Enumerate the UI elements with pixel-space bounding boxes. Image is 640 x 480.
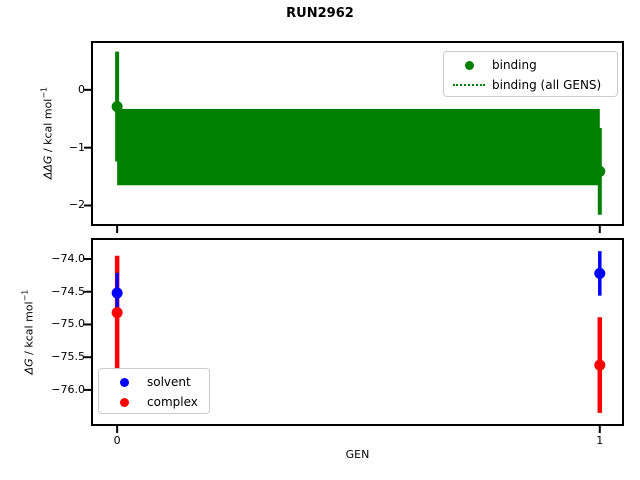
top-y-axis-exponent: −1 (39, 86, 49, 99)
solvent-marker-gen1 (594, 267, 606, 279)
bottom-axes (91, 238, 624, 426)
y-tick-label: −75.0 (51, 317, 85, 331)
bottom-y-axis-exponent: −1 (20, 289, 30, 302)
binding-marker-gen0 (111, 101, 123, 113)
delta-delta-g-symbol: ΔΔG (41, 155, 55, 180)
all-gens-legend-label: binding (all GENS) (492, 78, 602, 92)
top-y-axis-label: ΔΔG / kcal mol−1 (40, 87, 55, 179)
binding-legend-label: binding (492, 58, 537, 72)
y-tick-label: −76.0 (51, 382, 85, 396)
x-axis-label: GEN (345, 448, 370, 461)
binding-dot-icon (464, 60, 474, 70)
solvent-dot-icon (119, 377, 129, 387)
complex-legend-swatch (107, 397, 141, 407)
complex-marker-gen1 (594, 359, 606, 371)
y-tick-label: −75.5 (51, 350, 85, 364)
bottom-legend: solvent complex (98, 368, 210, 414)
top-legend: binding binding (all GENS) (443, 51, 618, 97)
y-tick-label: −74.5 (51, 284, 85, 298)
complex-dot-icon (119, 397, 129, 407)
legend-item-solvent: solvent (107, 372, 201, 392)
legend-item-binding: binding (452, 55, 609, 75)
y-tick-label: 0 (78, 82, 85, 96)
complex-legend-label: complex (147, 395, 198, 409)
top-plot-canvas (84, 51, 606, 233)
top-y-axis-unit: / kcal mol (41, 98, 55, 156)
y-tick-label: −1 (68, 140, 85, 154)
y-tick-label: −2 (68, 198, 85, 212)
solvent-legend-swatch (107, 377, 141, 387)
legend-item-binding-all-gens: binding (all GENS) (452, 75, 609, 95)
solvent-marker-gen0 (111, 287, 123, 299)
bottom-y-axis-label: ΔG / kcal mol−1 (21, 290, 36, 375)
delta-g-symbol: ΔG (22, 358, 36, 375)
binding-legend-swatch (452, 60, 486, 70)
x-tick-label: 1 (596, 434, 604, 447)
solvent-legend-label: solvent (147, 375, 191, 389)
legend-item-complex: complex (107, 392, 201, 412)
figure-title: RUN2962 (286, 6, 354, 21)
top-axes (91, 41, 624, 226)
y-tick-label: −74.0 (51, 251, 85, 265)
dotted-line-icon (453, 84, 485, 86)
bottom-y-axis-unit: / kcal mol (22, 301, 36, 359)
binding-marker-gen1 (594, 165, 606, 177)
x-tick-label: 0 (113, 434, 121, 447)
all-gens-error-band (117, 108, 600, 186)
bottom-plot-canvas (84, 251, 606, 433)
all-gens-legend-swatch (452, 84, 486, 86)
complex-marker-gen0 (111, 307, 123, 319)
